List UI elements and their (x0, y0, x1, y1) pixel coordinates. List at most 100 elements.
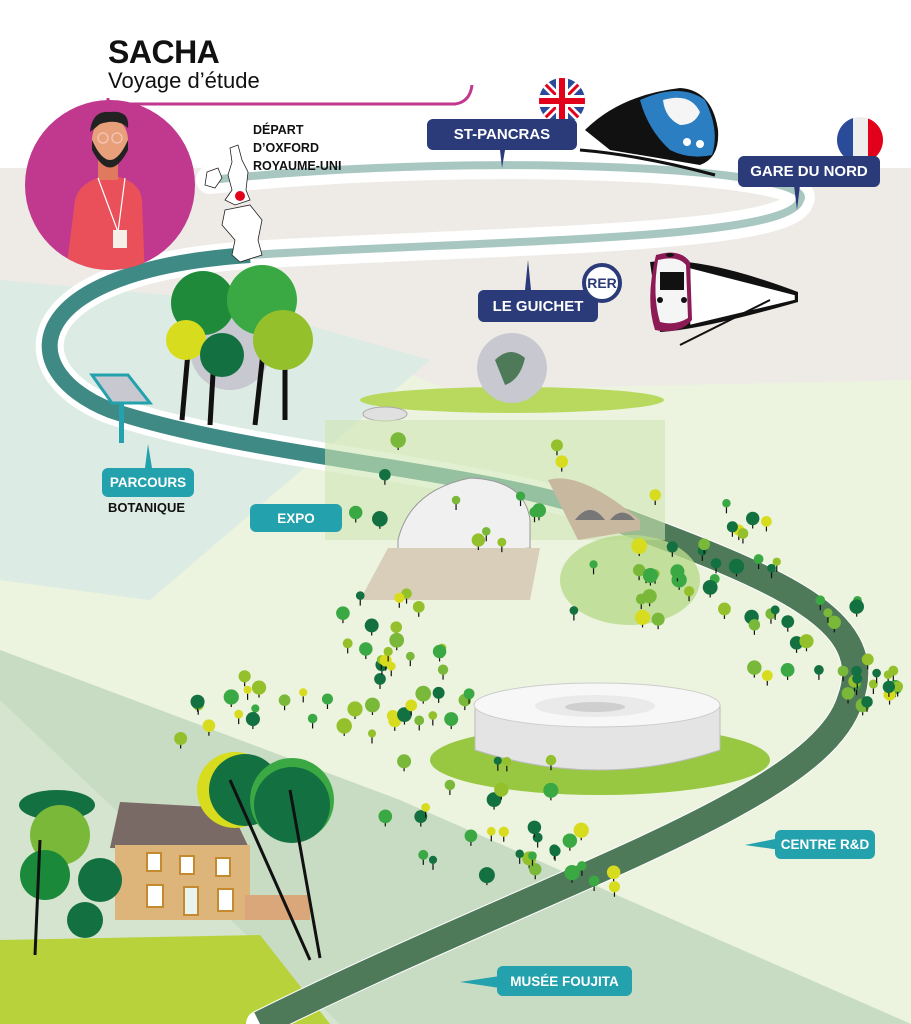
tree-canopy (428, 855, 438, 864)
tree-canopy (359, 642, 373, 656)
tree-canopy (463, 688, 475, 700)
tree-canopy (562, 833, 578, 848)
departure-line-2: D’OXFORD (253, 141, 319, 155)
tree-canopy (414, 715, 425, 726)
avatar (25, 100, 195, 270)
tree-canopy (307, 713, 318, 724)
signboard-icon (89, 373, 154, 443)
tree-canopy (414, 810, 428, 824)
scattered-trees (174, 432, 904, 897)
tree-canopy (405, 699, 418, 712)
st-pancras-label[interactable]: ST-PANCRAS (427, 119, 577, 150)
tree-canopy (837, 665, 849, 677)
le-guichet-pointer (525, 260, 531, 290)
tree-canopy (632, 564, 646, 577)
tree-canopy (772, 557, 781, 566)
tree-canopy (710, 558, 722, 569)
expo-label[interactable]: EXPO (250, 504, 342, 532)
tree-canopy (238, 670, 251, 683)
centre-rd-label[interactable]: CENTRE R&D (775, 830, 875, 859)
rer-train-icon (650, 252, 798, 346)
foreground-trees (19, 752, 334, 961)
tree-canopy (321, 693, 334, 705)
tree-canopy (868, 679, 878, 689)
uk-france-map-icon (204, 144, 263, 263)
tree-canopy (892, 681, 904, 692)
tree-canopy (202, 719, 216, 733)
person-shirt (65, 175, 145, 270)
tree-canopy (588, 875, 600, 887)
tree-canopy (888, 665, 899, 676)
tree-canopy (531, 503, 547, 518)
tree-canopy (841, 687, 855, 700)
tree-canopy (471, 533, 486, 547)
tree-canopy (767, 563, 776, 573)
tree-canopy (386, 661, 396, 671)
badge-card (113, 230, 127, 248)
st-pancras-pointer (500, 150, 505, 168)
tree-canopy (573, 822, 589, 838)
gare-du-nord-label[interactable]: GARE DU NORD (738, 156, 880, 187)
tree-canopy (827, 615, 841, 629)
tree-canopy (882, 680, 896, 694)
tree-canopy (415, 685, 432, 702)
tree-canopy (342, 638, 353, 649)
tree-canopy (190, 694, 205, 709)
tree-canopy (365, 697, 380, 713)
tree-canopy (251, 680, 267, 695)
tree-canopy (527, 820, 542, 835)
tree-canopy (367, 729, 377, 738)
tree-canopy (670, 564, 685, 579)
tree-canopy (849, 599, 864, 614)
tree-canopy (564, 865, 580, 881)
tree-canopy (243, 685, 252, 694)
tree-canopy (234, 709, 244, 719)
tree-canopy (608, 881, 621, 893)
tree-canopy (722, 499, 731, 508)
tree-canopy (486, 792, 502, 808)
path-segment-bottom (254, 507, 869, 1024)
tree-canopy (278, 694, 291, 707)
tree-canopy (589, 560, 598, 569)
tree-canopy (390, 432, 406, 448)
tree-canopy (405, 651, 415, 661)
person-face (92, 118, 128, 162)
tree-canopy (378, 809, 393, 824)
departure-line-1: DÉPART (253, 123, 304, 137)
tree-canopy (515, 491, 526, 501)
tree-canopy (464, 829, 478, 843)
tree-canopy (432, 686, 445, 699)
tree-canopy (747, 660, 762, 675)
tree-canopy (372, 511, 388, 527)
tree-canopy (634, 609, 651, 625)
manor-house (110, 802, 310, 920)
tree-canopy (494, 782, 509, 797)
tree-canopy (852, 673, 863, 684)
tree-canopy (389, 632, 405, 648)
tree-canopy (577, 861, 587, 871)
tree-canopy (336, 718, 352, 734)
tree-canopy (770, 605, 780, 615)
tree-canopy (753, 554, 764, 564)
musee-pointer (460, 976, 500, 988)
tree-canopy (728, 558, 745, 575)
tree-canopy (748, 619, 761, 631)
parcours-label[interactable]: PARCOURS (102, 468, 194, 497)
centre-rd-pointer (745, 838, 780, 850)
tree-canopy (478, 867, 495, 884)
tree-canopy (861, 696, 873, 708)
tree-canopy (383, 646, 393, 657)
tree-canopy (421, 803, 431, 812)
le-guichet-label[interactable]: LE GUICHET (478, 290, 598, 322)
tree-canopy (428, 711, 438, 720)
tree-canopy (698, 538, 711, 551)
tree-canopy (251, 704, 260, 713)
tree-canopy (649, 489, 661, 501)
page-subtitle: Voyage d’étude (108, 68, 260, 93)
tree-canopy (666, 541, 678, 553)
tree-canopy (355, 591, 365, 600)
departure-label: DÉPART D’OXFORD ROYAUME-UNI (253, 121, 341, 175)
tree-canopy (497, 537, 507, 547)
musee-foujita-label[interactable]: MUSÉE FOUJITA (497, 966, 632, 996)
uk-flag-icon (539, 78, 585, 124)
